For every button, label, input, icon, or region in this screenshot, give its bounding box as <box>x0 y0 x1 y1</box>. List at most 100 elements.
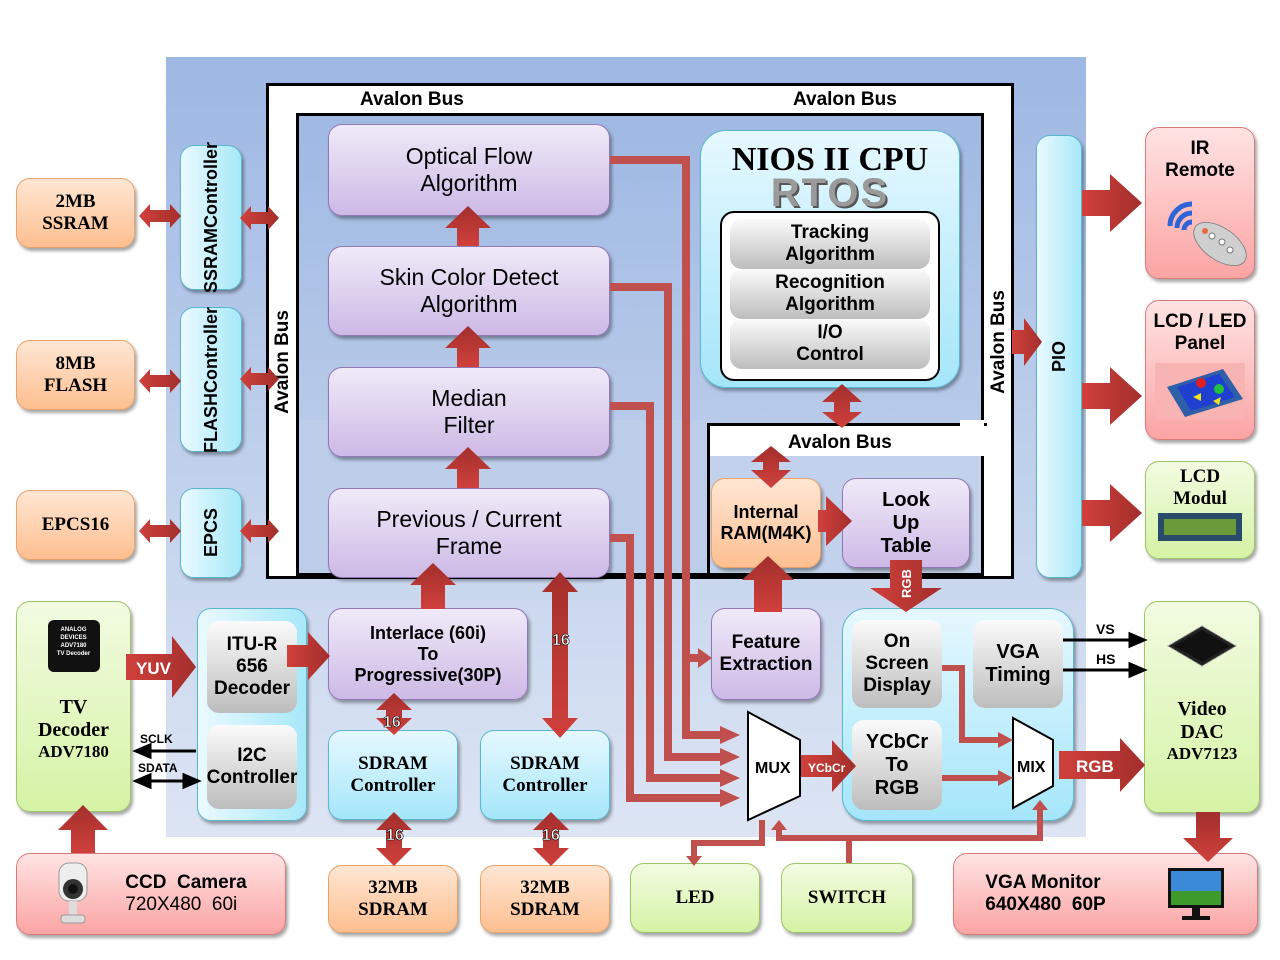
frame-tap <box>610 534 722 802</box>
ssram-controller-to-bus-arrow <box>240 206 279 230</box>
vga-monitor-icon <box>1167 868 1224 920</box>
output-arrows <box>126 174 1145 792</box>
sdram-controller-2-to-chip-arrow <box>533 812 569 866</box>
ssram-chip: 2MB SSRAM <box>16 178 135 248</box>
sdram-controller-2: SDRAM Controller <box>480 730 610 820</box>
pio-to-ir-remote-arrow <box>1082 174 1142 232</box>
skin-to-optical-arrow <box>445 206 491 246</box>
ycbcr-signal-label: YCbCr <box>808 761 846 775</box>
sdram-chip-2: 32MB SDRAM <box>480 865 610 933</box>
epcs-controller-to-bus-arrow <box>240 519 279 543</box>
skin-color-tap <box>610 283 722 761</box>
lcd-panel-icon <box>1155 363 1245 419</box>
on-screen-display: On Screen Display <box>852 620 942 708</box>
yuv-label: YUV <box>136 659 172 678</box>
avalon-bus-horizontal-segment <box>707 423 987 456</box>
optical-flow-tap <box>610 156 722 739</box>
feature-to-ram-arrow <box>742 556 794 612</box>
optical-flow-block: Optical Flow Algorithm <box>328 124 610 216</box>
mux-input-lines <box>610 156 722 802</box>
bus-width-label-sdram2-chip: 16 <box>542 827 560 844</box>
bus-to-pio-arrow <box>1012 318 1042 366</box>
signal-lines <box>132 631 1148 790</box>
median-to-skin-arrow <box>445 326 491 367</box>
mux-label: MUX <box>755 760 791 777</box>
ccd-camera-device: CCD Camera 720X480 60i <box>16 853 286 935</box>
interlace-to-sdram-controller-1-arrow <box>376 693 412 735</box>
epcs-controller: EPCS <box>180 488 242 578</box>
mux-shape <box>747 710 801 822</box>
flash-controller-to-bus-arrow <box>240 367 279 391</box>
lcd-module-icon <box>1158 513 1242 541</box>
internal-ram-block: Internal RAM(M4K) <box>711 478 821 568</box>
led-device: LED <box>630 863 760 933</box>
vga-timing: VGA Timing <box>973 620 1063 708</box>
sdram-controller-1: SDRAM Controller <box>328 730 458 820</box>
cpu-to-bus-arrow <box>822 384 862 428</box>
feature-extraction-block: Feature Extraction <box>711 608 821 700</box>
mux-to-ycbcr-arrow <box>801 740 856 792</box>
camera-to-tv-decoder-arrow <box>58 805 108 853</box>
ccd-camera-icon <box>58 862 88 924</box>
adv7180-chip-icon: ANALOG DEVICES ADV7180 TV Decoder <box>47 620 100 672</box>
skin-color-detect-block: Skin Color Detect Algorithm <box>328 246 610 336</box>
avalon-bus-label-top-right: Avalon Bus <box>793 89 897 110</box>
bus-to-ram-arrow <box>751 446 791 488</box>
switch-device: SWITCH <box>781 863 913 933</box>
itu-to-interlace-arrow <box>287 632 330 680</box>
video-input-controller: ITU-R 656 Decoder I2C Controller <box>197 608 307 821</box>
switch-line <box>776 828 852 863</box>
video-dac-device: Video DAC ADV7123 <box>1144 601 1260 813</box>
pio-block: PIO <box>1036 135 1082 578</box>
bus-width-label-sdram1-chip: 16 <box>386 827 404 844</box>
pipeline-arrows <box>410 206 794 612</box>
bus-width-label-frame-sdram: 16 <box>552 632 570 649</box>
ir-remote-device: IR Remote <box>1145 127 1255 279</box>
switch-to-mix-line <box>849 808 1043 841</box>
cpu-title: NIOS II CPU <box>731 141 929 178</box>
flash-to-controller-arrow <box>139 369 181 393</box>
interlace-to-progressive-block: Interlace (60i) To Progressive(30P) <box>328 608 528 700</box>
frame-buffer-block: Previous / Current Frame <box>328 488 610 578</box>
tv-decoder-yuv-arrow <box>126 636 196 698</box>
tv-decoder-device: ANALOG DEVICES ADV7180 TV Decoder TV Dec… <box>16 601 131 812</box>
rgb-output-label: RGB <box>1076 757 1114 776</box>
lut-rgb-down-arrow <box>870 560 942 612</box>
vga-monitor-device: VGA Monitor 640X480 60P <box>953 853 1258 935</box>
i2c-controller: I2C Controller <box>207 725 297 809</box>
memory-bus-arrows <box>139 204 279 543</box>
adv7123-chip-icon <box>1167 625 1237 667</box>
sdram-controller-1-to-chip-arrow <box>376 812 412 866</box>
sdram-chip-1: 32MB SDRAM <box>328 865 458 933</box>
bus-width-label-interlace-sdram: 16 <box>383 714 401 731</box>
avalon-bus-label-top-left: Avalon Bus <box>360 89 464 110</box>
median-filter-tap <box>610 402 722 782</box>
sclk-label: SCLK <box>140 732 173 746</box>
avalon-bus-patch <box>960 420 984 456</box>
sdata-label: SDATA <box>138 761 178 775</box>
look-up-table-block: Look Up Table <box>842 478 970 568</box>
interlace-to-frame-arrow <box>410 563 456 609</box>
pio-to-lcd-panel-arrow <box>1082 367 1142 425</box>
lut-rgb-label: RGB <box>899 569 914 598</box>
display-internal-lines <box>942 665 1000 781</box>
avalon-bus-label-middle: Avalon Bus <box>788 432 892 453</box>
median-filter-block: Median Filter <box>328 367 610 457</box>
hs-label: HS <box>1096 651 1115 667</box>
rtos-label: RTOS <box>770 171 890 215</box>
mix-to-dac-rgb-arrow <box>1059 738 1145 792</box>
mix-label: MIX <box>1017 759 1046 776</box>
mux-input-arrowheads <box>698 648 740 807</box>
itu-r-656-decoder: ITU-R 656 Decoder <box>207 621 297 713</box>
control-lines <box>691 808 1043 863</box>
epcs16-to-controller-arrow <box>139 519 181 543</box>
frame-to-sdram-controller-2-arrow <box>542 572 578 738</box>
lcd-module-device: LCD Modul <box>1145 461 1255 559</box>
pio-to-lcd-module-arrow <box>1082 484 1142 542</box>
vertical-bidir-arrows <box>376 384 862 866</box>
